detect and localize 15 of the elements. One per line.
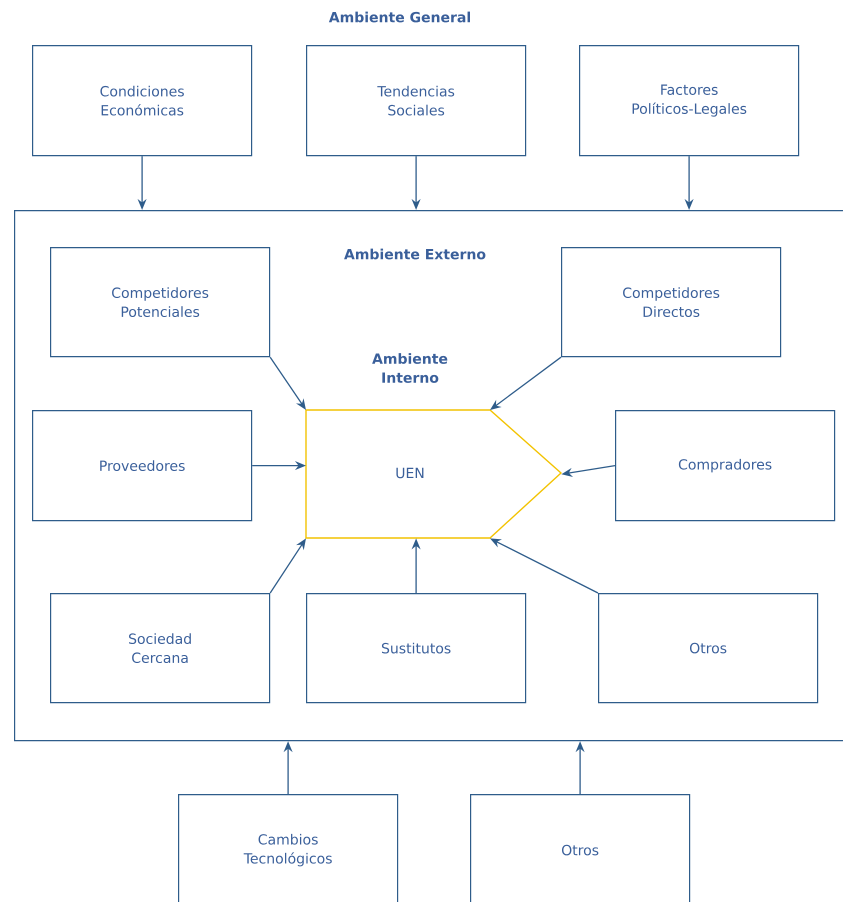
- box: Otros: [470, 794, 690, 902]
- pentagon-box: Ambiente Interno UEN: [305, 353, 562, 539]
- box: Otros: [598, 593, 818, 704]
- box: Compradores: [615, 410, 836, 522]
- box: Factores Políticos-Legales: [579, 45, 800, 156]
- box: Sociedad Cercana: [50, 593, 270, 704]
- box: Tendencias Sociales: [306, 45, 526, 156]
- node-label: Ambiente Interno: [372, 353, 448, 383]
- box: Sustitutos: [306, 593, 526, 704]
- box: Competidores Directos: [561, 247, 782, 358]
- box: Competidores Potenciales: [50, 247, 270, 358]
- box: Proveedores: [32, 410, 252, 522]
- box: Condiciones Económicas: [32, 45, 252, 156]
- heading: Ambiente General: [328, 12, 470, 22]
- box: Cambios Tecnológicos: [178, 794, 398, 902]
